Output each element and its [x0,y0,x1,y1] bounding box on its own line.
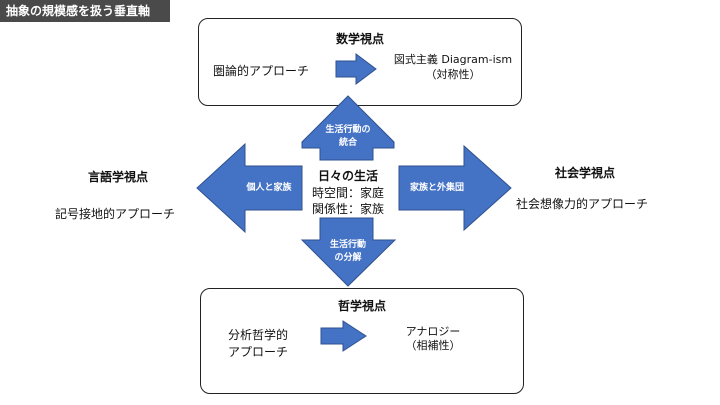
philosophy-perspective-box [200,288,524,394]
social-imagination-approach: 社会想像力的アプローチ [516,197,649,211]
complementarity-label: （相補性） [405,339,461,352]
philosophy-heading: 哲学視点 [337,299,386,313]
linguistics-heading: 言語学視点 [88,170,149,184]
up-arrow [301,95,395,161]
down-arrow [300,217,397,287]
bottom-right-arrow [320,320,367,352]
analytic-philosophy-line1: 分析哲学的 [227,328,288,342]
sociology-heading: 社会学視点 [555,166,616,180]
up-arrow-label-line2: 統合 [338,138,357,148]
symbol-grounding-approach: 記号接地的アプローチ [55,207,176,221]
relationship-label: 関係性：家族 [311,202,384,216]
left-arrow [196,142,303,234]
down-arrow-label-line1: 生活行動 [329,240,366,250]
diagram-ism-label: 図式主義 Diagram-ism [393,53,513,66]
right-arrow [398,144,512,232]
top-right-arrow [335,53,377,85]
analytic-philosophy-line2: アプローチ [227,345,288,359]
left-arrow-label: 個人と家族 [246,183,292,193]
page-title: 抽象の規模感を扱う垂直軸 [0,0,170,22]
category-theory-approach: 圏論的アプローチ [213,64,310,78]
math-heading: 数学視点 [335,32,384,46]
right-arrow-label: 家族と外集団 [409,183,464,193]
up-arrow-label-line1: 生活行動の [325,125,371,135]
down-arrow-label-line2: の分解 [334,253,362,263]
spacetime-label: 時空間：家庭 [311,186,384,200]
analogy-label: アナロジー [405,325,461,338]
daily-life-heading: 日々の生活 [317,169,378,183]
symmetry-label: （対称性） [425,68,481,81]
